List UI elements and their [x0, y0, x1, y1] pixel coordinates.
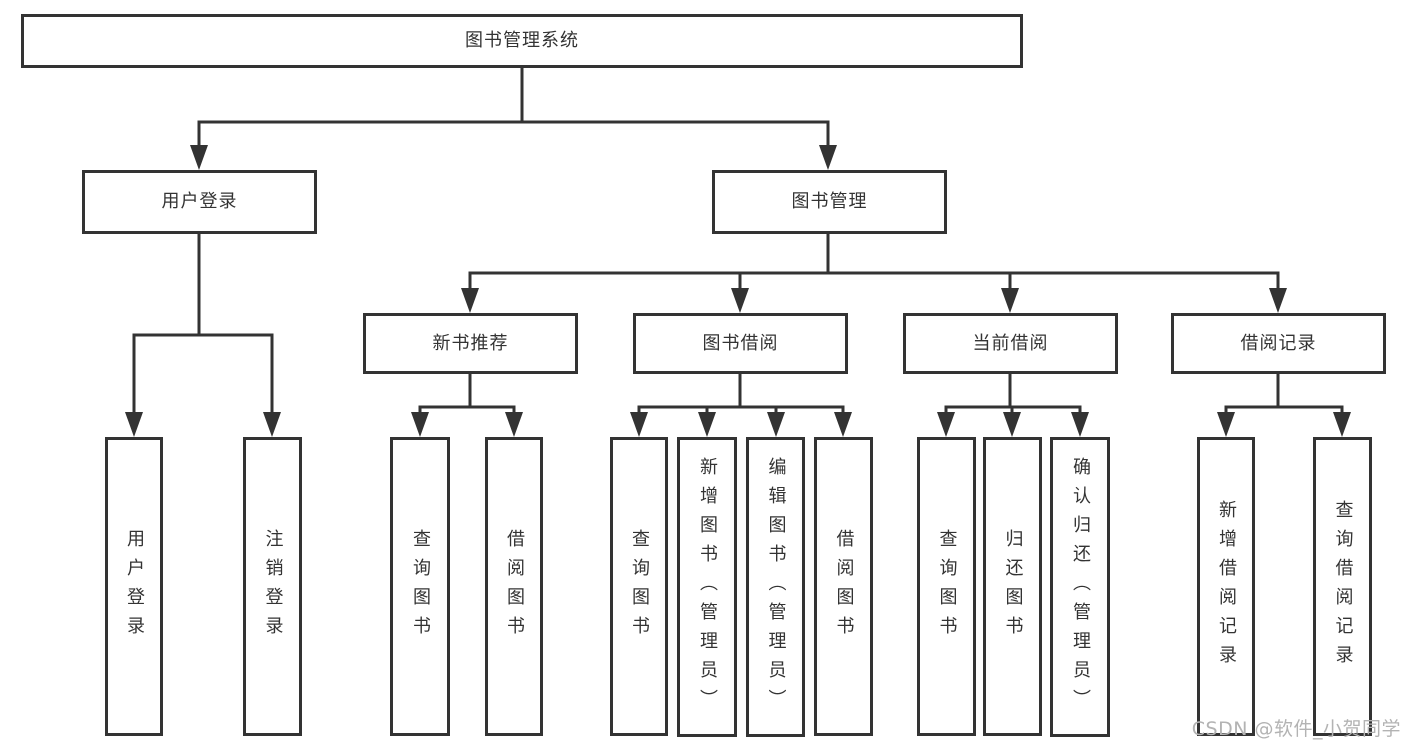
leaf-bw-borrow-books: 借阅图书	[814, 437, 873, 736]
leaf-logout: 注销登录	[243, 437, 302, 736]
connector-current-borrow-to-leaves	[944, 374, 1082, 415]
leaf-bw-edit-books-admin: 编辑图书（管理员）	[746, 437, 805, 737]
leaf-bw-query-books: 查询图书	[610, 437, 668, 736]
connector-root-to-level1	[197, 68, 830, 148]
connector-new-books-to-leaves	[418, 374, 516, 415]
connector-book-mgmt-to-level2	[468, 233, 1280, 291]
leaf-cb-query-books-label: 查询图书	[936, 528, 958, 645]
node-book-borrow: 图书借阅	[633, 313, 848, 374]
arrowheads-level1	[190, 145, 837, 170]
leaf-user-login-label: 用户登录	[124, 528, 145, 645]
connector-user-login-to-leaves	[132, 234, 274, 415]
leaf-nb-borrow-books-label: 借阅图书	[504, 528, 525, 645]
leaf-user-login: 用户登录	[105, 437, 163, 736]
node-new-book-recommend-label: 新书推荐	[432, 332, 509, 354]
leaf-cb-return-books-label: 归还图书	[1002, 528, 1024, 645]
leaf-rec-query-record: 查询借阅记录	[1313, 437, 1372, 736]
leaf-nb-query-books-label: 查询图书	[410, 528, 431, 645]
node-borrow-records: 借阅记录	[1171, 313, 1386, 374]
connector-borrow-records-to-leaves	[1224, 374, 1344, 415]
leaf-cb-query-books: 查询图书	[917, 437, 976, 736]
csdn-watermark: CSDN @软件_小贺同学	[1191, 718, 1401, 740]
leaf-bw-edit-books-admin-label: 编辑图书（管理员）	[765, 456, 787, 718]
node-root-label: 图书管理系统	[465, 30, 579, 51]
leaf-bw-query-books-label: 查询图书	[629, 528, 650, 645]
node-book-borrow-label: 图书借阅	[702, 332, 779, 354]
node-current-borrow-label: 当前借阅	[972, 332, 1049, 354]
node-user-login: 用户登录	[82, 170, 317, 234]
node-current-borrow: 当前借阅	[903, 313, 1118, 374]
leaf-bw-add-books-admin: 新增图书（管理员）	[677, 437, 737, 737]
node-borrow-records-label: 借阅记录	[1240, 332, 1317, 354]
leaf-cb-confirm-return-admin: 确认归还（管理员）	[1050, 437, 1110, 737]
node-user-login-label: 用户登录	[161, 191, 238, 212]
leaf-cb-return-books: 归还图书	[983, 437, 1042, 736]
node-book-management: 图书管理	[712, 170, 947, 234]
arrowheads-level2	[461, 288, 1287, 313]
connector-book-borrow-to-leaves	[637, 374, 845, 415]
leaf-rec-add-record: 新增借阅记录	[1197, 437, 1255, 736]
leaf-rec-add-record-label: 新增借阅记录	[1216, 499, 1237, 674]
node-root-library-system: 图书管理系统	[21, 14, 1023, 68]
leaf-nb-borrow-books: 借阅图书	[485, 437, 543, 736]
leaf-bw-borrow-books-label: 借阅图书	[833, 528, 855, 645]
arrowheads-leaves	[125, 412, 1351, 437]
leaf-nb-query-books: 查询图书	[390, 437, 450, 736]
node-new-book-recommend: 新书推荐	[363, 313, 578, 374]
leaf-cb-confirm-return-admin-label: 确认归还（管理员）	[1070, 456, 1091, 718]
leaf-rec-query-record-label: 查询借阅记录	[1332, 499, 1354, 674]
node-book-management-label: 图书管理	[791, 191, 868, 212]
leaf-logout-label: 注销登录	[262, 528, 284, 645]
leaf-bw-add-books-admin-label: 新增图书（管理员）	[697, 456, 718, 718]
